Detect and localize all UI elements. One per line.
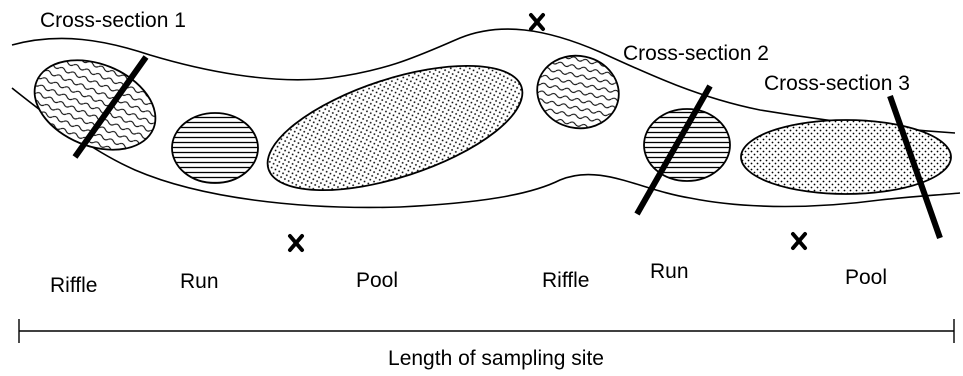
habitat-label-riffle-1: Riffle xyxy=(50,274,97,297)
habitat-label-riffle-2: Riffle xyxy=(542,269,589,292)
pool-patch-1 xyxy=(253,40,536,215)
riffle-patch-2 xyxy=(530,48,625,135)
length-scale-bar xyxy=(19,319,954,343)
x-mark-icon xyxy=(531,15,543,29)
run-patch-2 xyxy=(644,109,730,181)
riffle-patch-1 xyxy=(21,43,169,166)
habitat-label-run-2: Run xyxy=(650,260,689,283)
cross-section-label-3: Cross-section 3 xyxy=(764,72,910,95)
habitat-label-pool-1: Pool xyxy=(356,269,398,292)
x-mark-icon xyxy=(793,234,805,248)
run-patch-1 xyxy=(172,113,258,183)
habitat-label-pool-2: Pool xyxy=(845,266,887,289)
scale-label: Length of sampling site xyxy=(388,347,604,370)
cross-section-label-1: Cross-section 1 xyxy=(40,9,186,32)
habitat-label-run-1: Run xyxy=(180,270,219,293)
cross-section-label-2: Cross-section 2 xyxy=(623,42,769,65)
x-mark-icon xyxy=(290,236,302,250)
